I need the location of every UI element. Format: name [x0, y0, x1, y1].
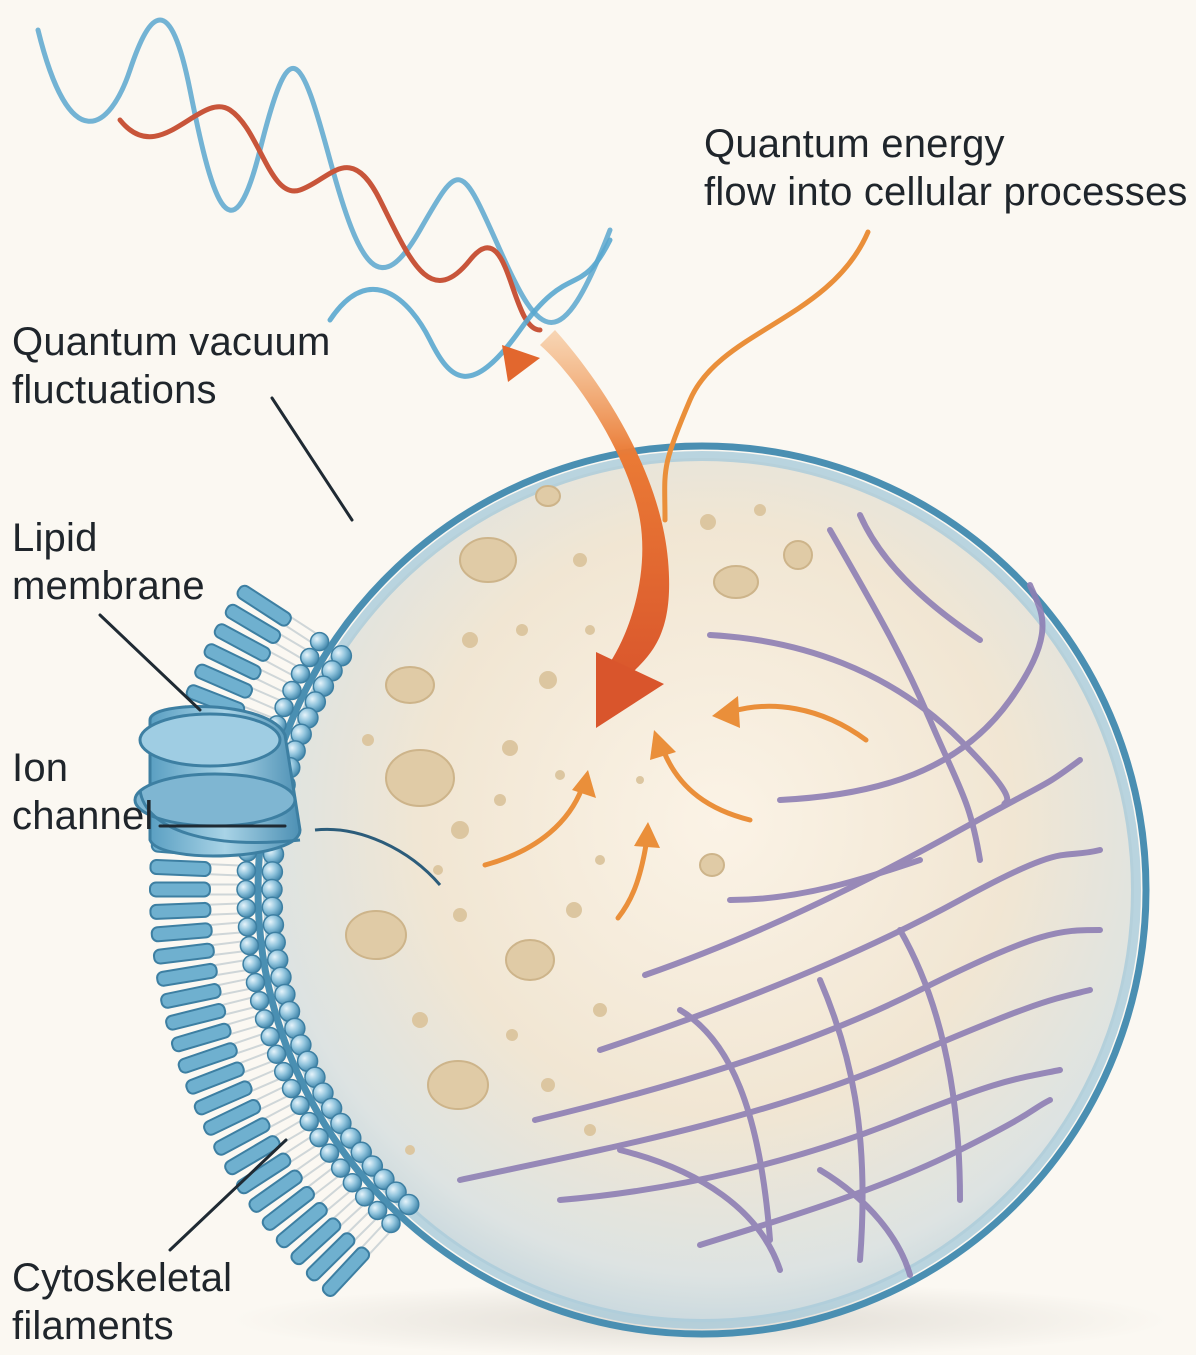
lipid-head-block — [153, 943, 214, 964]
lipid-head-bead — [246, 974, 264, 992]
label-energy-flow: Quantum energy flow into cellular proces… — [704, 120, 1188, 216]
lipid-head-bead — [291, 1096, 309, 1114]
lipid-head-bead — [343, 1174, 361, 1192]
ion-channel — [135, 706, 300, 856]
lipid-head-bead — [311, 633, 329, 651]
label-ion-channel: Ion channel — [12, 744, 154, 840]
lipid-head-bead — [300, 1113, 318, 1131]
label-quantum-vacuum: Quantum vacuum fluctuations — [12, 318, 331, 414]
lipid-head-bead — [321, 1144, 339, 1162]
lipid-head-block — [156, 963, 217, 987]
lipid-head-bead — [243, 955, 261, 973]
label-cytoskeletal-filaments: Cytoskeletal filaments — [12, 1254, 232, 1350]
lipid-head-block — [150, 882, 210, 896]
label-lipid-membrane: Lipid membrane — [12, 514, 205, 610]
lipid-head-block — [150, 903, 211, 919]
lipid-head-bead — [275, 1063, 293, 1081]
lipid-head-bead — [332, 1159, 350, 1177]
lipid-head-bead — [251, 992, 269, 1010]
lipid-head-bead — [310, 1129, 328, 1147]
lipid-head-bead — [256, 1010, 274, 1028]
wave-arrowhead — [502, 345, 540, 382]
lipid-head-bead — [369, 1201, 387, 1219]
lipid-head-bead — [283, 682, 301, 700]
lipid-head-bead — [275, 699, 293, 717]
lipid-head-bead — [237, 862, 255, 880]
lipid-head-block — [150, 860, 211, 877]
lipid-head-bead — [238, 918, 256, 936]
lipid-head-bead — [283, 1080, 301, 1098]
lipid-head-bead — [382, 1214, 400, 1232]
lipid-head-bead — [356, 1188, 374, 1206]
lipid-head-bead — [301, 649, 319, 667]
lipid-head-bead — [268, 1045, 286, 1063]
lipid-head-bead — [240, 937, 258, 955]
lipid-head-bead — [261, 1028, 279, 1046]
lipid-head-bead — [268, 950, 288, 970]
lipid-head-bead — [291, 665, 309, 683]
lipid-head-bead — [399, 1194, 419, 1214]
lipid-head-bead — [237, 899, 255, 917]
lipid-head-block — [151, 923, 212, 942]
lipid-head-bead — [237, 881, 255, 899]
lipid-head-bead — [265, 932, 285, 952]
